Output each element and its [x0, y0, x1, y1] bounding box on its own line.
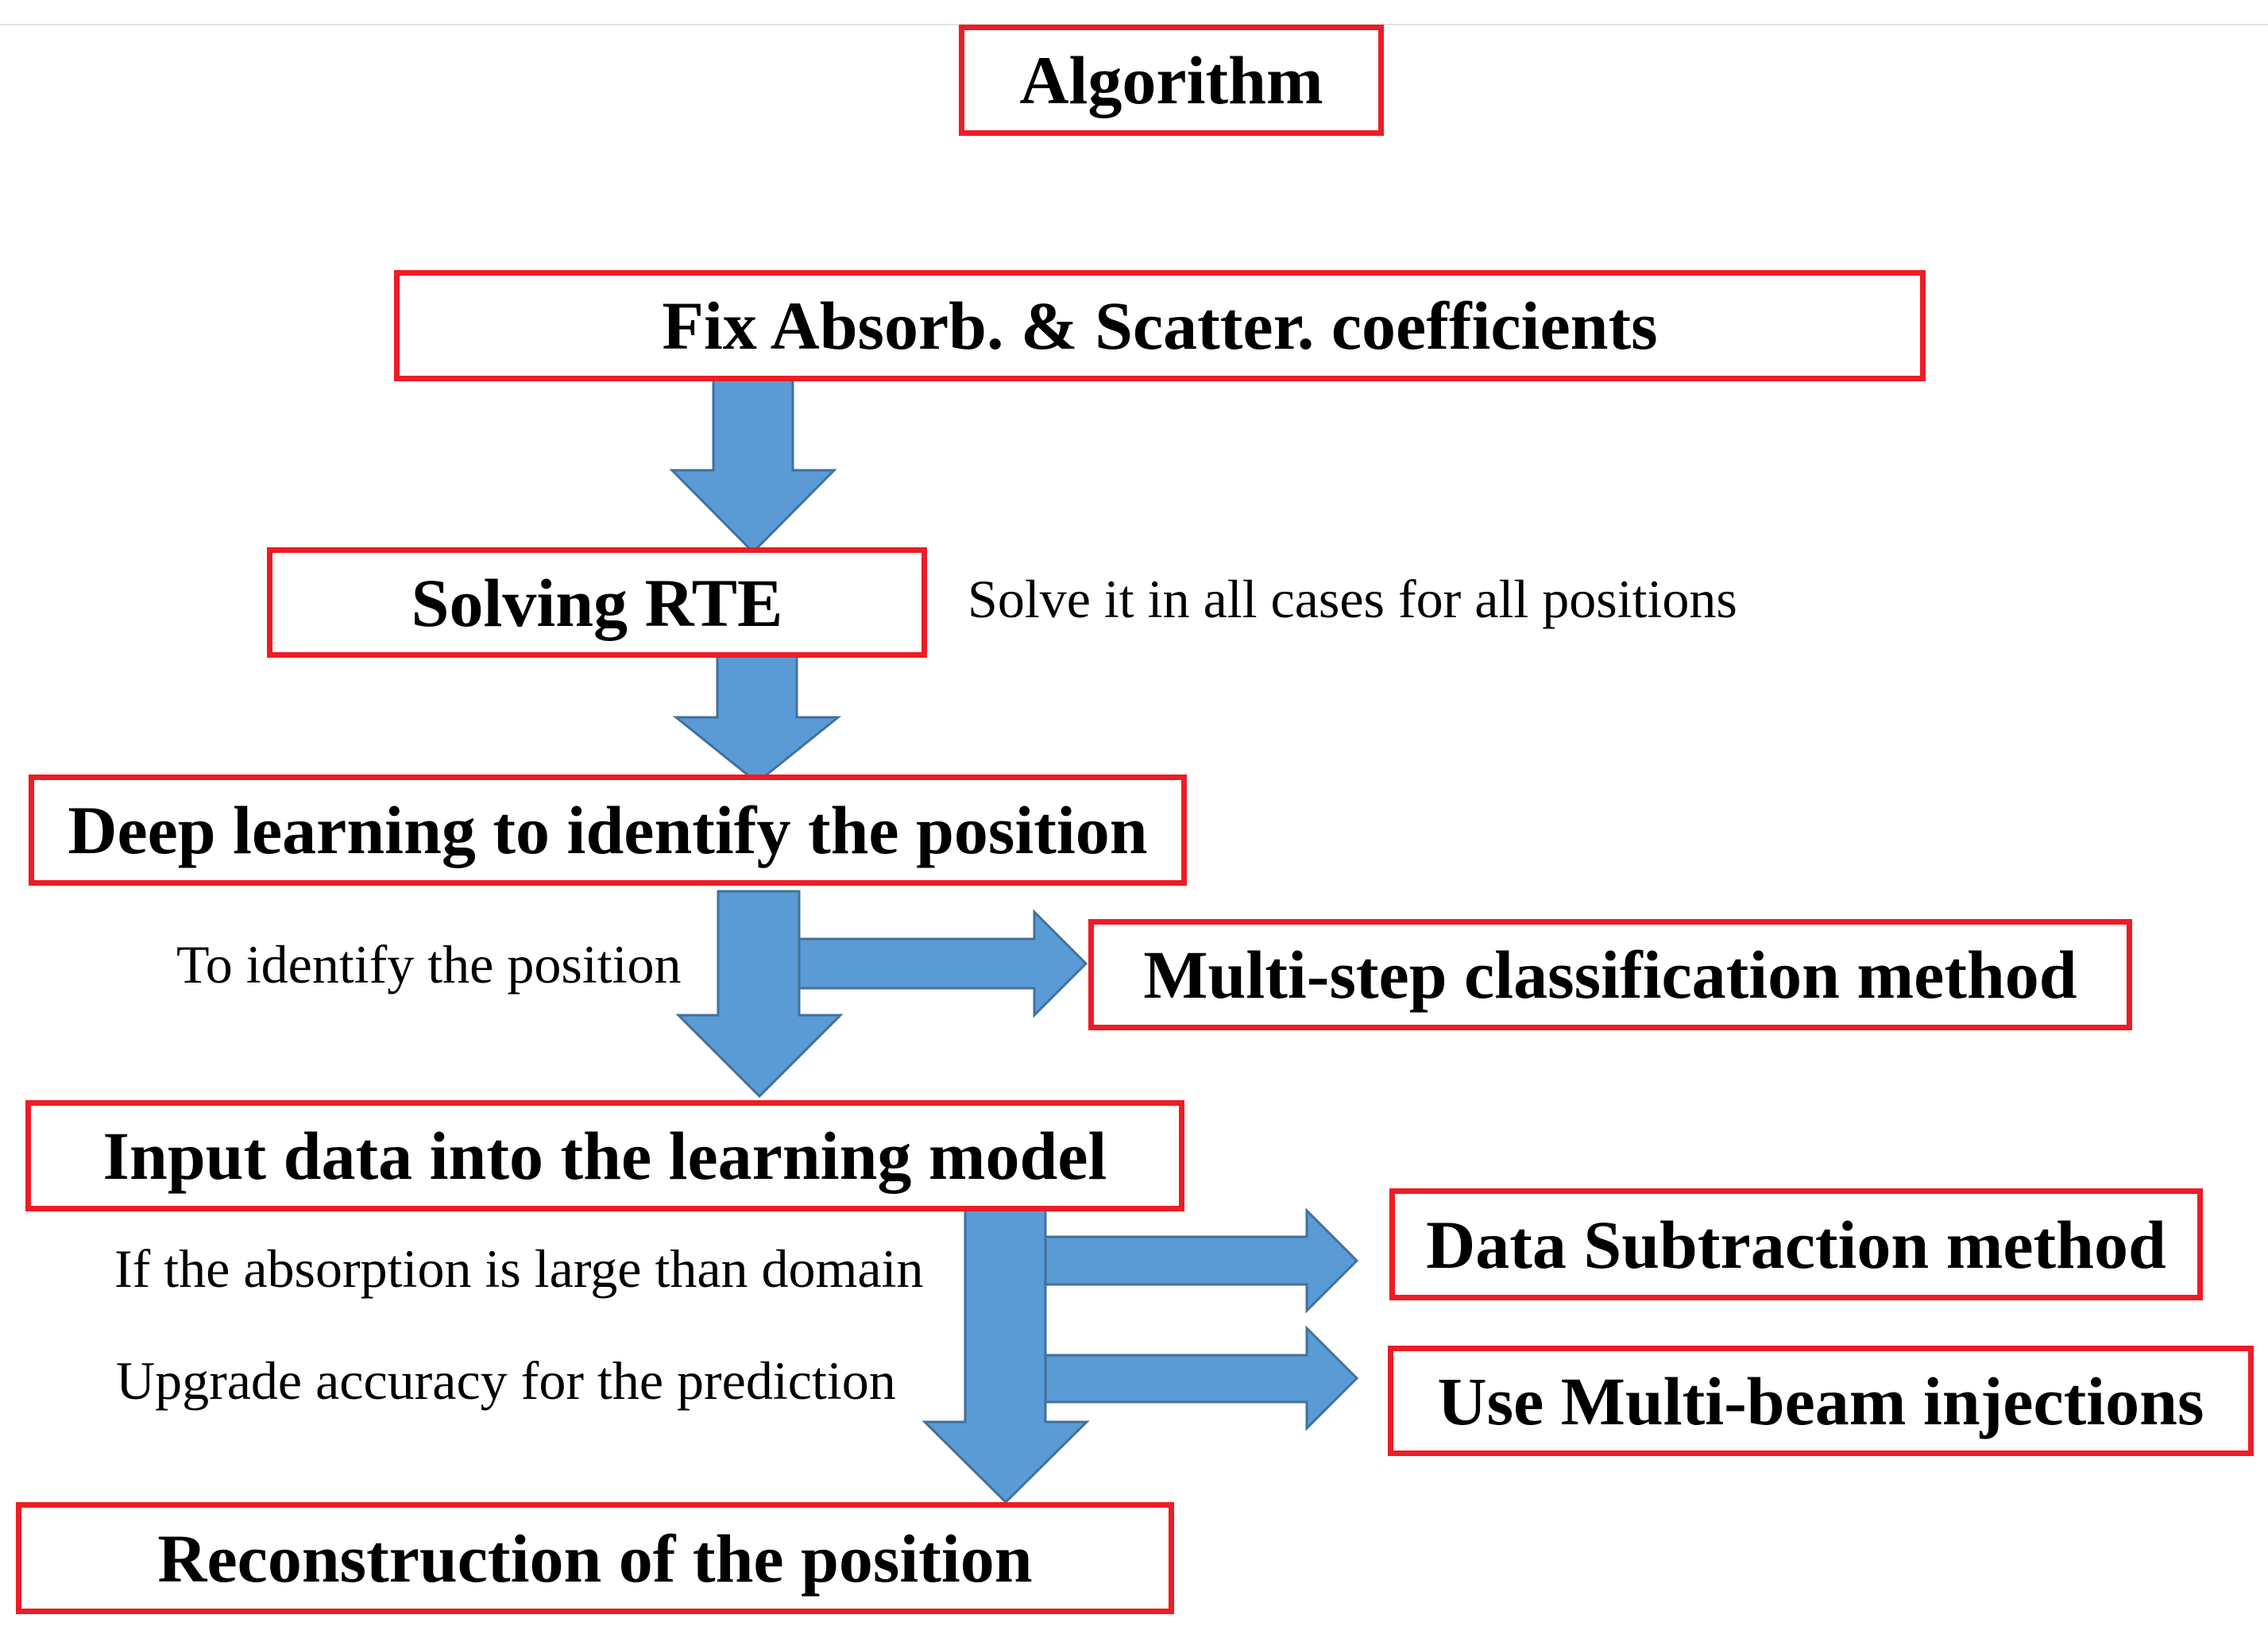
diagram-title: Algorithm — [1019, 42, 1323, 118]
side-multi-step: Multi-step classification method — [1088, 919, 2132, 1030]
step-deep-learning: Deep learning to identify the position — [29, 775, 1187, 886]
side-data-subtraction: Data Subtraction method — [1389, 1188, 2203, 1300]
arrow-right-to-multi-step — [798, 909, 1088, 1018]
arrow-right-to-multi-beam — [1044, 1325, 1359, 1431]
note-absorption-large: If the absorption is large than domain — [114, 1238, 924, 1299]
step-solving-rte-label: Solving RTE — [411, 564, 783, 641]
side-data-subtraction-label: Data Subtraction method — [1426, 1206, 2166, 1283]
step-fix-coefficients-label: Fix Absorb. & Scatter. coefficients — [662, 288, 1658, 364]
side-multi-step-label: Multi-step classification method — [1143, 937, 2077, 1013]
step-deep-learning-label: Deep learning to identify the position — [68, 792, 1148, 868]
note-solve-all: Solve it in all cases for all positions — [968, 569, 1737, 629]
step-input-data-label: Input data into the learning model — [102, 1118, 1107, 1194]
side-multi-beam-label: Use Multi-beam injections — [1437, 1362, 2204, 1439]
arrow-down-solving-to-deep — [672, 654, 842, 784]
note-to-identify: To identify the position — [176, 934, 682, 995]
step-reconstruction-label: Reconstruction of the position — [157, 1520, 1033, 1597]
title-box: Algorithm — [959, 25, 1384, 136]
side-multi-beam: Use Multi-beam injections — [1388, 1346, 2254, 1456]
step-input-data: Input data into the learning model — [25, 1100, 1184, 1211]
arrow-down-fix-to-solving — [669, 378, 837, 554]
arrow-down-deep-to-input — [675, 890, 844, 1099]
arrow-right-to-data-subtraction — [1044, 1207, 1359, 1314]
step-solving-rte: Solving RTE — [267, 547, 927, 658]
step-fix-coefficients: Fix Absorb. & Scatter. coefficients — [394, 270, 1926, 381]
step-reconstruction: Reconstruction of the position — [16, 1502, 1174, 1614]
note-upgrade-accuracy: Upgrade accuracy for the prediction — [116, 1350, 896, 1411]
